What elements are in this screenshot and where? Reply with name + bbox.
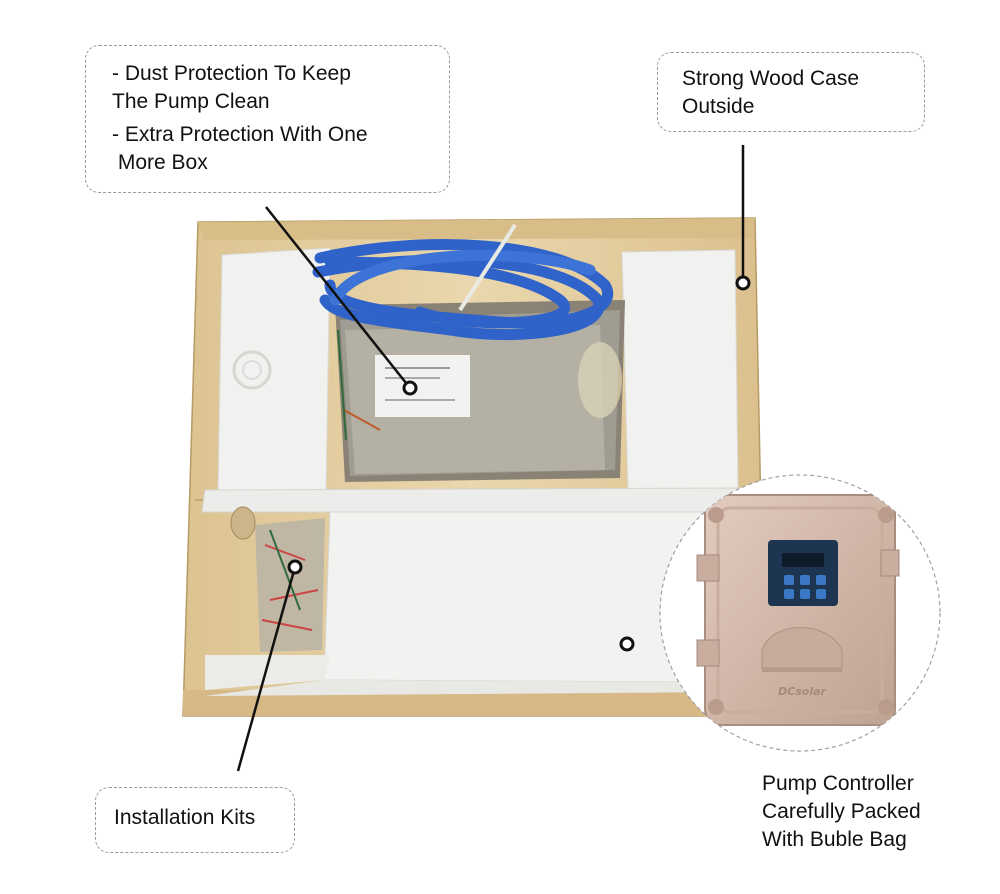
callout-markers [287, 275, 751, 652]
callout-installation-kits: Installation Kits [95, 787, 295, 853]
caption-text: Pump Controller [762, 772, 914, 795]
callout-text: Installation Kits [114, 806, 256, 829]
callout-wood-case: Strong Wood Case Outside [657, 52, 925, 132]
marker-wood [735, 275, 751, 291]
leader-line-dust [265, 206, 411, 389]
marker-dust [402, 380, 418, 396]
leader-lines [236, 145, 745, 772]
marker-foam-box [619, 636, 635, 652]
leader-line-kits [236, 566, 297, 772]
callout-text: - Dust Protection To Keep [112, 62, 351, 85]
pump-controller-image: DCsolar [659, 474, 941, 752]
callout-text: Strong Wood Case [682, 67, 860, 90]
callout-text: More Box [112, 151, 208, 175]
foam-padding-upper [201, 247, 746, 513]
callout-dust-protection: - Dust Protection To Keep The Pump Clean… [85, 45, 450, 193]
caption-text: Carefully Packed [762, 799, 921, 823]
foam-box-lower [205, 511, 740, 696]
controller-brand-label: DCsolar [778, 685, 827, 698]
caption-text: With Buble Bag [762, 827, 907, 851]
caption-pump-controller: Pump Controller Carefully Packed With Bu… [762, 770, 921, 854]
callout-text: - Extra Protection With One [112, 123, 368, 147]
callout-text: Outside [682, 94, 755, 118]
pump-label [375, 355, 470, 417]
marker-kits [287, 559, 303, 575]
blue-hose [312, 239, 613, 341]
callout-text: The Pump Clean [112, 89, 270, 113]
cable-tie [458, 223, 517, 312]
